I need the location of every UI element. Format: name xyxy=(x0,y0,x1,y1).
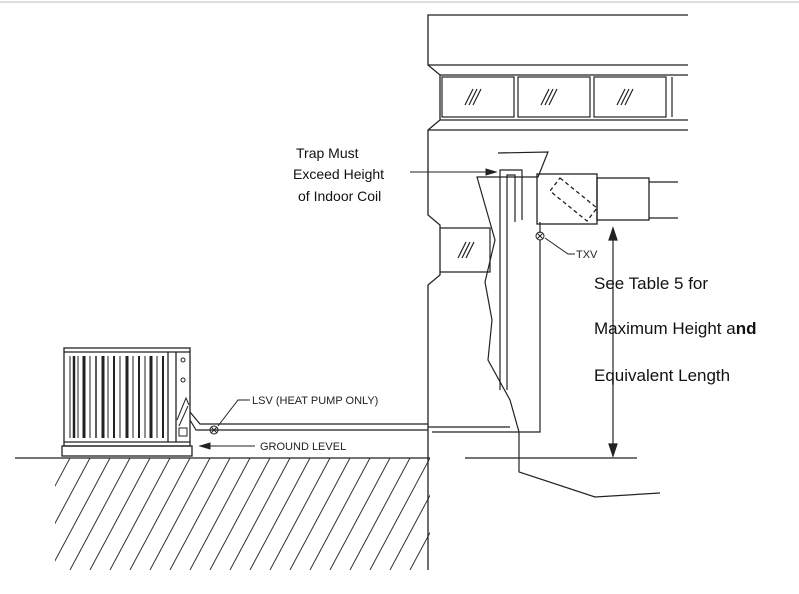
txv-leader xyxy=(544,237,575,255)
note-line2-bold: nd xyxy=(736,319,757,338)
txv-label: TXV xyxy=(576,249,598,261)
indoor-coil xyxy=(536,173,678,225)
cutaway-boundary xyxy=(476,151,661,498)
note-line2-prefix: Maximum Height a xyxy=(594,319,736,338)
house-wall xyxy=(427,14,688,570)
trap-label-line2: Exceed Height xyxy=(293,166,384,182)
indoor-refrigerant-lines xyxy=(428,169,541,433)
txv-valve-icon xyxy=(535,231,545,241)
trap-label-line3: of Indoor Coil xyxy=(298,188,381,204)
trap-label-line1: Trap Must xyxy=(296,145,359,161)
window-pane-lower xyxy=(440,227,491,273)
note-line3: Equivalent Length xyxy=(594,366,730,385)
height-dimension-arrow xyxy=(608,226,618,458)
outdoor-unit xyxy=(61,347,193,457)
window-panes-upper xyxy=(441,76,673,118)
ground-hatch xyxy=(55,458,430,570)
lsv-valve-icon xyxy=(209,425,219,435)
note-line2: Maximum Height and xyxy=(594,319,757,338)
outdoor-unit-service-panel xyxy=(176,357,190,437)
ground-level-label: GROUND LEVEL xyxy=(260,441,346,453)
ground-level-arrow xyxy=(198,442,255,450)
note-line1: See Table 5 for xyxy=(594,274,708,293)
trap-leader-arrow xyxy=(410,168,498,176)
lsv-label: LSV (HEAT PUMP ONLY) xyxy=(252,395,378,407)
outdoor-unit-grille xyxy=(69,356,164,438)
lsv-leader xyxy=(217,399,250,427)
outdoor-refrigerant-lines xyxy=(189,411,428,431)
